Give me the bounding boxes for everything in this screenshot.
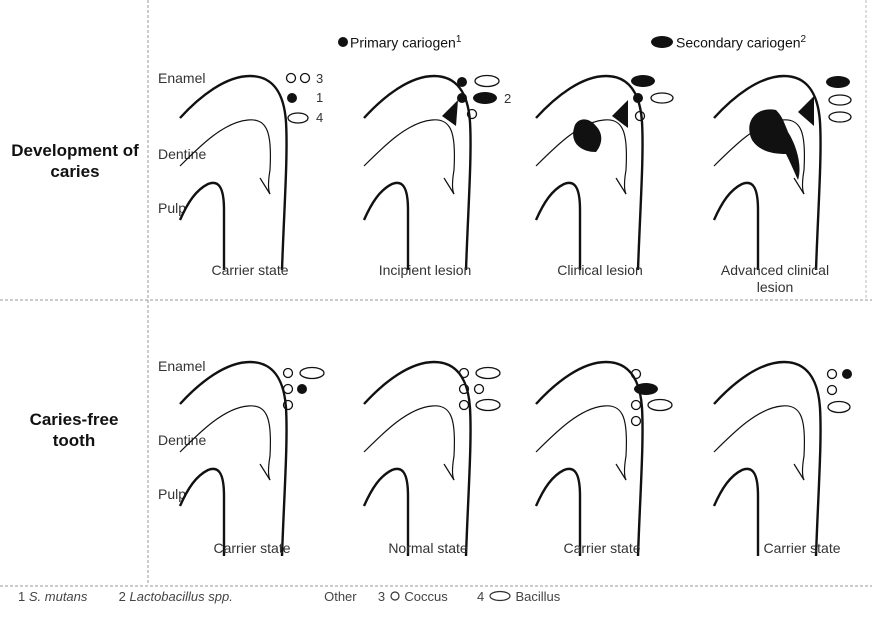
caption-carrier-state: Carrier state — [742, 540, 862, 556]
caption-clinical-lesion: Clinical lesion — [540, 262, 660, 278]
bacteria-clinical-lesion — [631, 75, 673, 121]
footer-other-label: Other — [324, 589, 357, 604]
bacteria-advanced-clinical-lesion — [826, 76, 851, 122]
bacillus-icon — [488, 590, 512, 602]
bacteria-incipient-lesion — [457, 76, 499, 119]
bacteria-carrier-state-2 — [632, 370, 673, 426]
coccus-number: 3 — [378, 589, 385, 604]
bacteria-carrier-state-1 — [284, 368, 325, 410]
bacteria-carrier-state-3 — [828, 369, 853, 413]
bacillus-label: Bacillus — [515, 589, 560, 604]
tooth-incipient-lesion — [364, 76, 471, 270]
bacteria-carrier-state — [287, 74, 310, 124]
tooth-normal-state — [364, 362, 471, 556]
caption-carrier-state: Carrier state — [192, 540, 312, 556]
caption-normal-state: Normal state — [368, 540, 488, 556]
footnote-1-text: S. mutans — [29, 589, 88, 604]
tooth-carrier-state — [536, 362, 643, 556]
footer-legend: 1 S. mutans 2 Lactobacillus spp. Other 3… — [18, 589, 560, 604]
caption-carrier-state: Carrier state — [190, 262, 310, 278]
tooth-carrier-state — [180, 76, 287, 270]
coccus-label: Coccus — [404, 589, 447, 604]
caption-carrier-state: Carrier state — [542, 540, 662, 556]
coccus-icon — [389, 590, 401, 602]
caption-incipient-lesion: Incipient lesion — [365, 262, 485, 278]
bacillus-number: 4 — [477, 589, 484, 604]
tooth-advanced-clinical-lesion — [714, 76, 821, 270]
footnote-2-text: Lactobacillus spp. — [130, 589, 233, 604]
tooth-clinical-lesion — [536, 76, 643, 270]
footnote-1-number: 1 — [18, 589, 25, 604]
caption-advanced-clinical-lesion: Advanced clinical lesion — [720, 262, 830, 296]
tooth-carrier-state — [180, 362, 287, 556]
bacteria-normal-state — [460, 368, 501, 411]
footnote-2-number: 2 — [119, 589, 126, 604]
tooth-carrier-state — [714, 362, 821, 556]
